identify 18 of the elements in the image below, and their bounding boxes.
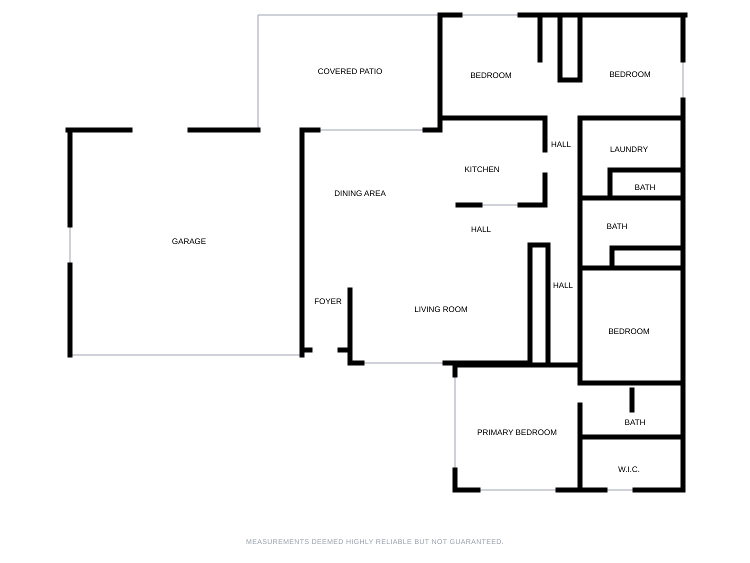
room-label: HALL xyxy=(553,280,573,292)
room-label: HALL xyxy=(551,139,571,151)
room-label: BEDROOM xyxy=(470,70,512,82)
room-label: BATH xyxy=(634,182,656,194)
room-label: LIVING ROOM xyxy=(414,304,468,316)
room-label: BEDROOM xyxy=(608,326,650,338)
room-label: BATH xyxy=(624,417,646,429)
room-label: GARAGE xyxy=(172,236,206,248)
room-label: PRIMARY BEDROOM xyxy=(477,427,557,439)
room-label: W.I.C. xyxy=(618,464,640,476)
room-label: COVERED PATIO xyxy=(318,66,382,78)
room-label: FOYER xyxy=(314,296,342,308)
room-label: BATH xyxy=(606,221,628,233)
room-label: HALL xyxy=(471,224,491,236)
room-label: DINING AREA xyxy=(334,188,386,200)
room-label: KITCHEN xyxy=(464,164,500,176)
room-label: BEDROOM xyxy=(609,69,651,81)
room-label: LAUNDRY xyxy=(610,144,648,156)
